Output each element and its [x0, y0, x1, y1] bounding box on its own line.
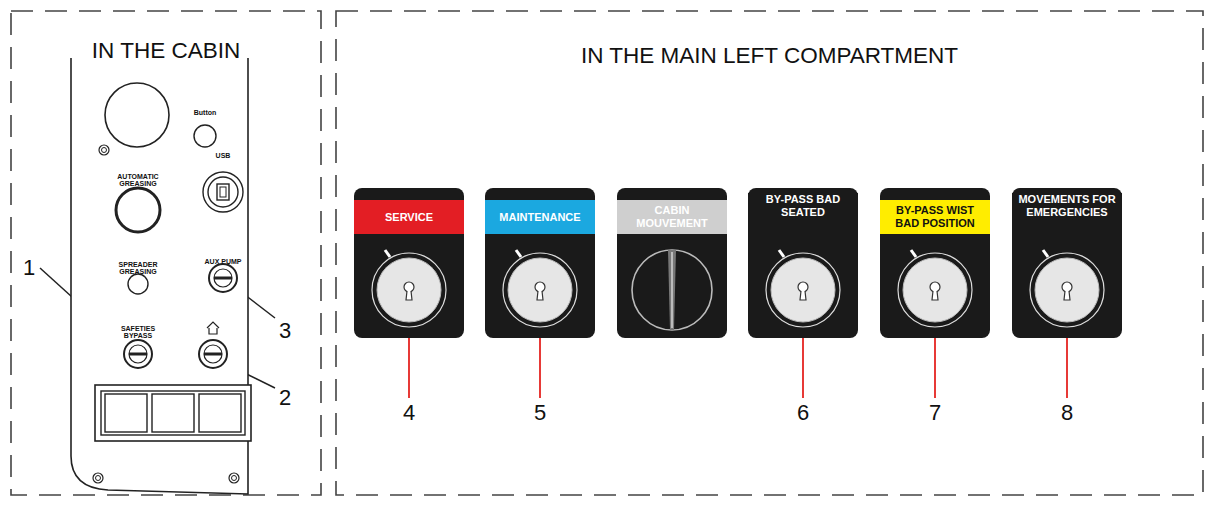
switch-label: CABIN MOUVEMENT	[617, 200, 727, 234]
switch-label: MAINTENANCE	[485, 200, 595, 234]
panel-label: Button	[190, 109, 220, 116]
switch-label: BY-PASS BAD SEATED	[748, 193, 858, 241]
switch-panel: BY-PASS BAD SEATED	[748, 188, 858, 338]
callout-number: 3	[270, 318, 300, 344]
switch-panel: CABIN MOUVEMENT	[617, 188, 727, 338]
switch-label: BY-PASS WIST BAD POSITION	[880, 200, 990, 234]
switch-panel: MOVEMENTS FOR EMERGENCIES	[1012, 188, 1122, 338]
region-box: IN THE CABIN ButtonUSB AUTOMATIC GREASING S…	[10, 10, 322, 496]
switch-label: MOVEMENTS FOR EMERGENCIES	[1012, 193, 1122, 241]
callout-number: 1	[14, 255, 44, 281]
panel-label: AUTOMATIC GREASING	[115, 173, 161, 187]
callout-number: 4	[394, 400, 424, 426]
panel-label: SPREADER GREASING	[115, 261, 161, 275]
switch-panel: BY-PASS WIST BAD POSITION	[880, 188, 990, 338]
callout-number: 6	[788, 400, 818, 426]
shape-outline	[68, 58, 252, 496]
region-box: IN THE MAIN LEFT COMPARTMENT SERVICE MAINT…	[335, 10, 1204, 496]
callout-number: 7	[920, 400, 950, 426]
callout-number: 5	[525, 400, 555, 426]
panel-label: SAFETIES BYPASS	[115, 325, 161, 339]
panel-label: AUX PUMP	[198, 258, 248, 265]
region-heading: IN THE MAIN LEFT COMPARTMENT	[335, 43, 1204, 69]
switch-panel: SERVICE	[354, 188, 464, 338]
switch-panel: MAINTENANCE	[485, 188, 595, 338]
control-plate: ButtonUSB AUTOMATIC GREASING SPREADER GREA…	[68, 58, 252, 496]
panel-label: USB	[208, 152, 238, 159]
region-heading: IN THE CABIN	[10, 38, 322, 64]
callout-number: 8	[1052, 400, 1082, 426]
callout-number: 2	[270, 385, 300, 411]
switch-label: SERVICE	[354, 200, 464, 234]
